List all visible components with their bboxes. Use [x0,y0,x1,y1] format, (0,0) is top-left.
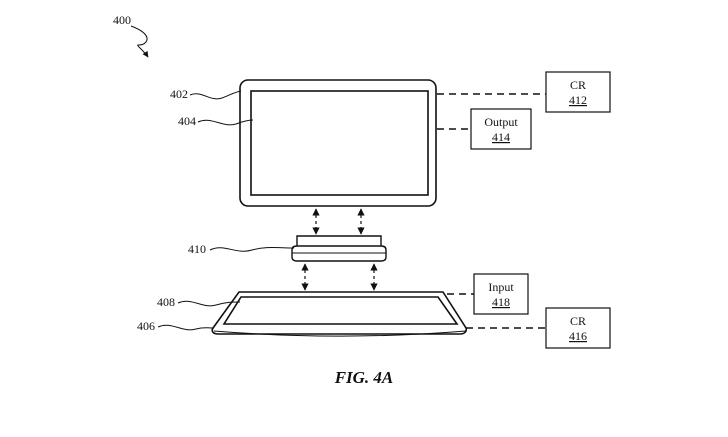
leader-402 [189,90,242,100]
output-414-number: 414 [492,130,510,144]
base-lower-edge [213,330,467,337]
ref-label-408: 408 [157,295,175,309]
ref-arrow-400 [130,25,149,58]
ref-label-402: 402 [170,87,188,101]
cr-416-title: CR [570,314,586,328]
input-418-box [473,273,529,315]
ref-label-400: 400 [113,13,131,27]
leader-406 [157,324,215,331]
cr-416-box [545,307,611,349]
leader-404 [197,119,254,126]
ref-label-404: 404 [178,114,196,128]
leader-408 [177,300,241,307]
cr-412-number: 412 [569,93,587,107]
ref-label-410: 410 [188,242,206,256]
figure-caption: FIG. 4A [334,368,394,387]
ref-label-406: 406 [137,319,155,333]
input-418-title: Input [488,280,514,294]
cr-416-number: 416 [569,329,587,343]
cr-412-title: CR [570,78,586,92]
display-screen [250,90,429,196]
input-418-number: 418 [492,295,510,309]
output-414-box [470,108,532,150]
leader-410 [209,247,295,252]
base-screen [222,296,459,325]
cr-412-box [545,71,611,113]
output-414-title: Output [484,115,518,129]
